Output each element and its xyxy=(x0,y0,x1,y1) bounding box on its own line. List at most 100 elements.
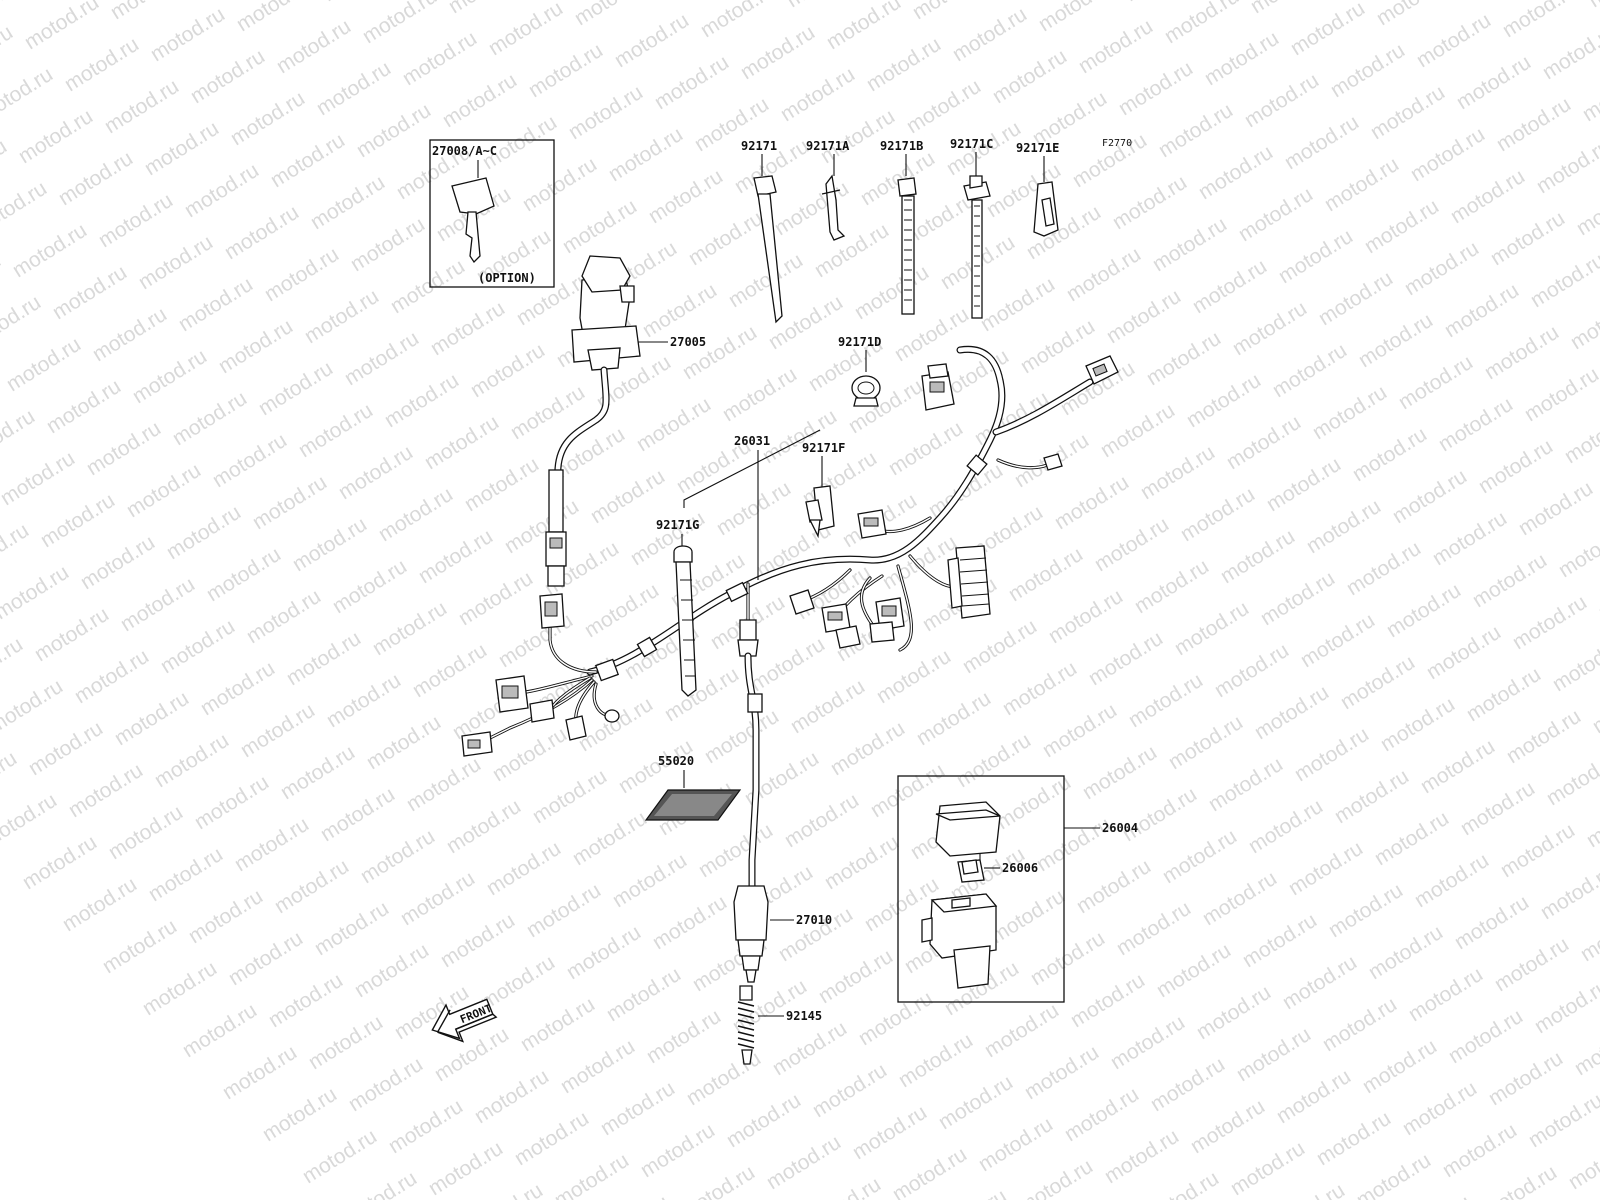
watermark-text: motod.ru xyxy=(1326,39,1408,102)
watermark-text: motod.ru xyxy=(260,243,342,306)
watermark-text: motod.ru xyxy=(1496,819,1578,882)
watermark-text: motod.ru xyxy=(1198,867,1280,930)
watermark-text: motod.ru xyxy=(510,1107,592,1170)
watermark-text: motod.ru xyxy=(24,717,106,780)
watermark-text: motod.ru xyxy=(1170,597,1252,660)
watermark-text: motod.ru xyxy=(1530,975,1600,1038)
band-92171g-icon xyxy=(673,545,697,697)
watermark-text: motod.ru xyxy=(88,303,170,366)
watermark-text: motod.ru xyxy=(1554,519,1600,582)
watermark-text: motod.ru xyxy=(1372,0,1454,30)
watermark-text: motod.ru xyxy=(814,945,896,1008)
key-icon xyxy=(451,177,495,264)
watermark-text: motod.ru xyxy=(1584,0,1600,12)
watermark-text: motod.ru xyxy=(590,1191,672,1200)
watermark-text: motod.ru xyxy=(884,417,966,480)
watermark-text: motod.ru xyxy=(424,1137,506,1200)
watermark-text: motod.ru xyxy=(1320,153,1402,216)
watermark-text: motod.ru xyxy=(1084,627,1166,690)
clip-92171f-icon xyxy=(805,485,835,539)
relay-icon xyxy=(921,893,998,989)
watermark-text: motod.ru xyxy=(306,171,388,234)
watermark-text: motod.ru xyxy=(1278,951,1360,1014)
watermark-text: motod.ru xyxy=(436,909,518,972)
watermark-text: motod.ru xyxy=(1246,0,1328,18)
watermark-text: motod.ru xyxy=(1268,339,1350,402)
key-box-frame xyxy=(429,139,555,288)
watermark-text: motod.ru xyxy=(408,639,490,702)
watermark-text: motod.ru xyxy=(1136,441,1218,504)
band-92171a-icon xyxy=(821,174,846,241)
watermark-text: motod.ru xyxy=(14,105,96,168)
watermark-text: motod.ru xyxy=(146,3,228,66)
watermark-text: motod.ru xyxy=(2,333,84,396)
watermark-text: motod.ru xyxy=(636,1119,718,1182)
watermark-text: motod.ru xyxy=(1364,921,1446,984)
watermark-text: motod.ru xyxy=(0,177,51,240)
watermark-text: motod.ru xyxy=(318,0,400,6)
watermark-text: motod.ru xyxy=(1112,897,1194,960)
diagram-code: F2770 xyxy=(1102,138,1132,149)
watermark-text: motod.ru xyxy=(1026,927,1108,990)
watermark-text: motod.ru xyxy=(1354,309,1436,372)
watermark-text: motod.ru xyxy=(1186,1095,1268,1158)
watermark-text: motod.ru xyxy=(976,273,1058,336)
watermark-text: motod.ru xyxy=(1388,465,1470,528)
watermark-text: motod.ru xyxy=(776,63,858,126)
watermark-text: motod.ru xyxy=(1290,723,1372,786)
watermark-text: motod.ru xyxy=(454,567,536,630)
watermark-text: motod.ru xyxy=(334,441,416,504)
label-spring: 92145 xyxy=(786,1009,822,1023)
watermark-text: motod.ru xyxy=(270,855,352,918)
watermark-text: motod.ru xyxy=(1014,1155,1096,1200)
watermark-text: motod.ru xyxy=(1204,753,1286,816)
watermark-text: motod.ru xyxy=(872,645,954,708)
watermark-text: motod.ru xyxy=(174,273,256,336)
watermark-text: motod.ru xyxy=(604,123,686,186)
watermark-text: motod.ru xyxy=(374,483,456,546)
watermark-text: motod.ru xyxy=(352,99,434,162)
watermark-text: motod.ru xyxy=(848,1101,930,1164)
watermark-text: motod.ru xyxy=(1314,267,1396,330)
watermark-text: motod.ru xyxy=(122,459,204,522)
watermark-text: motod.ru xyxy=(0,633,27,696)
watermark-text: motod.ru xyxy=(186,45,268,108)
watermark-text: motod.ru xyxy=(264,969,346,1032)
watermark-text: motod.ru xyxy=(866,759,948,822)
watermark-text: motod.ru xyxy=(1400,237,1482,300)
watermark-text: motod.ru xyxy=(110,687,192,750)
watermark-text: motod.ru xyxy=(402,753,484,816)
watermark-text: motod.ru xyxy=(768,1017,850,1080)
watermark-text: motod.ru xyxy=(1100,1125,1182,1188)
watermark-text: motod.ru xyxy=(1228,297,1310,360)
watermark-text: motod.ru xyxy=(1194,141,1276,204)
watermark-text: motod.ru xyxy=(518,153,600,216)
watermark-text: motod.ru xyxy=(564,81,646,144)
label-band-92171: 92171 xyxy=(741,139,777,153)
watermark-text: motod.ru xyxy=(808,1059,890,1122)
watermark-text: motod.ru xyxy=(1152,939,1234,1002)
watermark-text: motod.ru xyxy=(986,885,1068,948)
label-ignition-switch: 27005 xyxy=(670,335,706,349)
watermark-text: motod.ru xyxy=(1416,735,1498,798)
label-switch-sensor: 27010 xyxy=(796,913,832,927)
watermark-text: motod.ru xyxy=(780,789,862,852)
watermark-text: motod.ru xyxy=(1106,1011,1188,1074)
watermark-text: motod.ru xyxy=(380,369,462,432)
watermark-text: motod.ru xyxy=(0,291,45,354)
watermark-text: motod.ru xyxy=(482,837,564,900)
watermark-text: motod.ru xyxy=(1446,165,1528,228)
watermark-text: motod.ru xyxy=(140,117,222,180)
watermark-text: motod.ru xyxy=(924,459,1006,522)
watermark-text: motod.ru xyxy=(810,219,892,282)
watermark-text: motod.ru xyxy=(196,657,278,720)
watermark-text: motod.ru xyxy=(1142,327,1224,390)
watermark-text: motod.ru xyxy=(214,315,296,378)
watermark-text: motod.ru xyxy=(1078,741,1160,804)
watermark-text: motod.ru xyxy=(1244,795,1326,858)
watermark-text: motod.ru xyxy=(0,447,79,510)
watermark-text: motod.ru xyxy=(0,519,33,582)
watermark-text: motod.ru xyxy=(998,657,1080,720)
watermark-text: motod.ru xyxy=(1532,135,1600,198)
watermark-text: motod.ru xyxy=(1324,879,1406,942)
